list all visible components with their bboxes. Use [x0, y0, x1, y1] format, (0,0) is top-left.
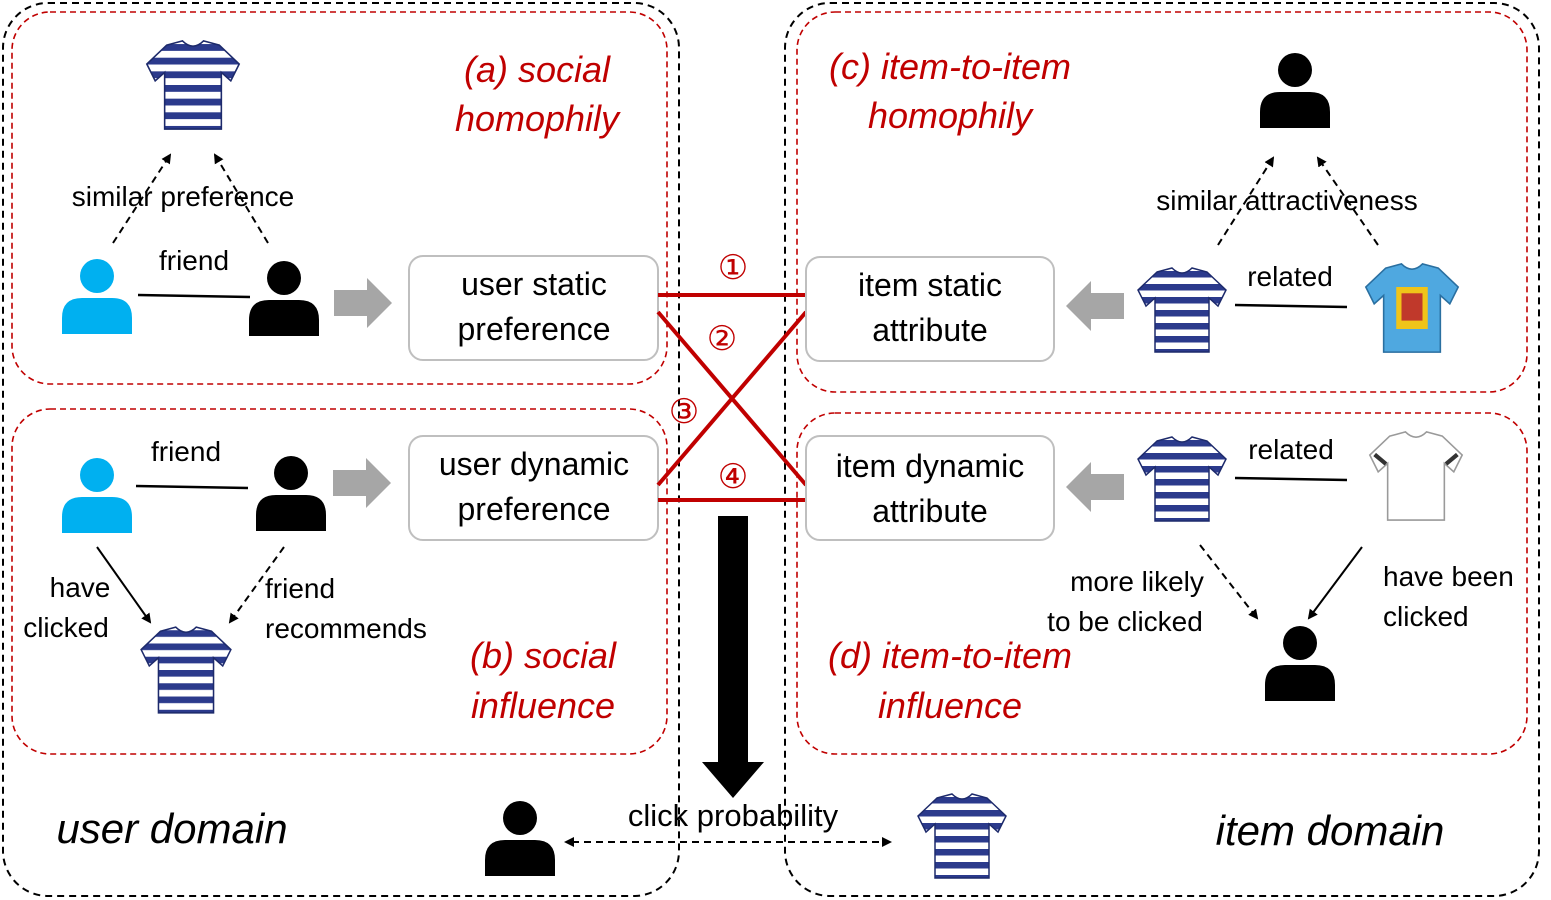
user-icon — [485, 801, 555, 876]
panel-d-title-line2: influence — [878, 685, 1022, 726]
user-static-line2: preference — [458, 311, 611, 347]
white-tshirt-icon — [1369, 431, 1463, 521]
gray-arrow-icon — [1066, 281, 1124, 331]
connection-marker-1: ① — [718, 249, 748, 287]
striped-tshirt-icon — [1137, 436, 1227, 522]
user-icon — [62, 458, 132, 533]
blue-graphic-tshirt-icon — [1365, 263, 1459, 353]
item-domain-label: item domain — [1216, 807, 1445, 854]
gray-arrow-icon — [334, 278, 392, 328]
panel-a-title-line1: (a) social — [464, 49, 611, 90]
have-been-clicked-arrow — [1307, 546, 1363, 620]
user-icon — [256, 456, 326, 531]
user-icon — [1260, 53, 1330, 128]
have-been-clicked-label-line2: clicked — [1383, 601, 1469, 632]
user-icon — [1265, 626, 1335, 701]
panel-a — [11, 11, 668, 385]
friend-recommends-label-line2: recommends — [265, 613, 427, 644]
user-icon — [62, 259, 132, 334]
have-been-clicked-label-line1: have been — [1383, 561, 1514, 592]
panel-c-title-line2: homophily — [868, 95, 1034, 136]
panel-d-title-line1: (d) item-to-item — [828, 635, 1072, 676]
friend-link-b — [135, 484, 249, 490]
user-icon — [249, 261, 319, 336]
more-likely-arrow — [1199, 544, 1259, 620]
item-dynamic-line2: attribute — [872, 493, 988, 529]
similar-preference-label: similar preference — [72, 181, 295, 212]
connection-marker-2: ② — [707, 320, 737, 358]
item-dynamic-attribute-box — [805, 435, 1055, 541]
click-probability-label: click probability — [628, 798, 839, 833]
panel-c — [796, 11, 1528, 393]
panel-d — [796, 412, 1528, 755]
related-label-c: related — [1247, 261, 1333, 292]
panel-c-title-line1: (c) item-to-item — [829, 46, 1071, 87]
similar-preference-arrow-left — [112, 153, 172, 244]
panel-b-title-line2: influence — [471, 685, 615, 726]
gray-arrow-icon — [333, 458, 391, 508]
connection-marker-4: ④ — [718, 458, 748, 496]
striped-tshirt-icon — [1137, 267, 1227, 353]
item-static-line1: item static — [858, 267, 1002, 303]
gray-arrow-icon — [1066, 462, 1124, 512]
user-dynamic-line1: user dynamic — [439, 446, 629, 482]
connection-line-3 — [656, 310, 808, 487]
striped-tshirt-icon — [146, 40, 240, 130]
connection-marker-3: ③ — [669, 393, 699, 431]
friend-recommends-label-line1: friend — [265, 573, 335, 604]
more-likely-label-line2: to be clicked — [1047, 606, 1203, 637]
panel-a-title-line2: homophily — [455, 98, 621, 139]
item-dynamic-line1: item dynamic — [836, 448, 1025, 484]
friend-label-a: friend — [159, 245, 229, 276]
similar-attractiveness-label: similar attractiveness — [1156, 185, 1417, 216]
related-link-d — [1234, 476, 1348, 482]
user-domain-label: user domain — [56, 805, 287, 852]
user-dynamic-line2: preference — [458, 491, 611, 527]
related-label-d: related — [1248, 434, 1334, 465]
striped-tshirt-icon — [917, 793, 1007, 879]
user-dynamic-preference-box — [408, 435, 659, 541]
big-down-arrow-icon — [702, 516, 764, 798]
panel-b-title-line1: (b) social — [470, 635, 617, 676]
panel-b — [11, 408, 668, 755]
friend-recommends-arrow — [228, 546, 285, 624]
have-clicked-arrow — [96, 546, 152, 624]
more-likely-label-line1: more likely — [1070, 566, 1204, 597]
have-clicked-label-line2: clicked — [23, 612, 109, 643]
item-static-line2: attribute — [872, 312, 988, 348]
similar-attractiveness-arrow-left — [1217, 156, 1275, 246]
user-domain-box — [2, 2, 680, 897]
user-static-preference-box — [408, 255, 659, 361]
similar-attractiveness-arrow-right — [1316, 156, 1379, 246]
friend-link-a — [137, 293, 251, 299]
user-static-line1: user static — [461, 266, 607, 302]
have-clicked-label-line1: have — [50, 572, 111, 603]
item-static-attribute-box — [805, 256, 1055, 362]
similar-preference-arrow-right — [213, 153, 269, 244]
friend-label-b: friend — [151, 436, 221, 467]
striped-tshirt-icon — [140, 626, 232, 714]
related-link-c — [1234, 303, 1348, 309]
